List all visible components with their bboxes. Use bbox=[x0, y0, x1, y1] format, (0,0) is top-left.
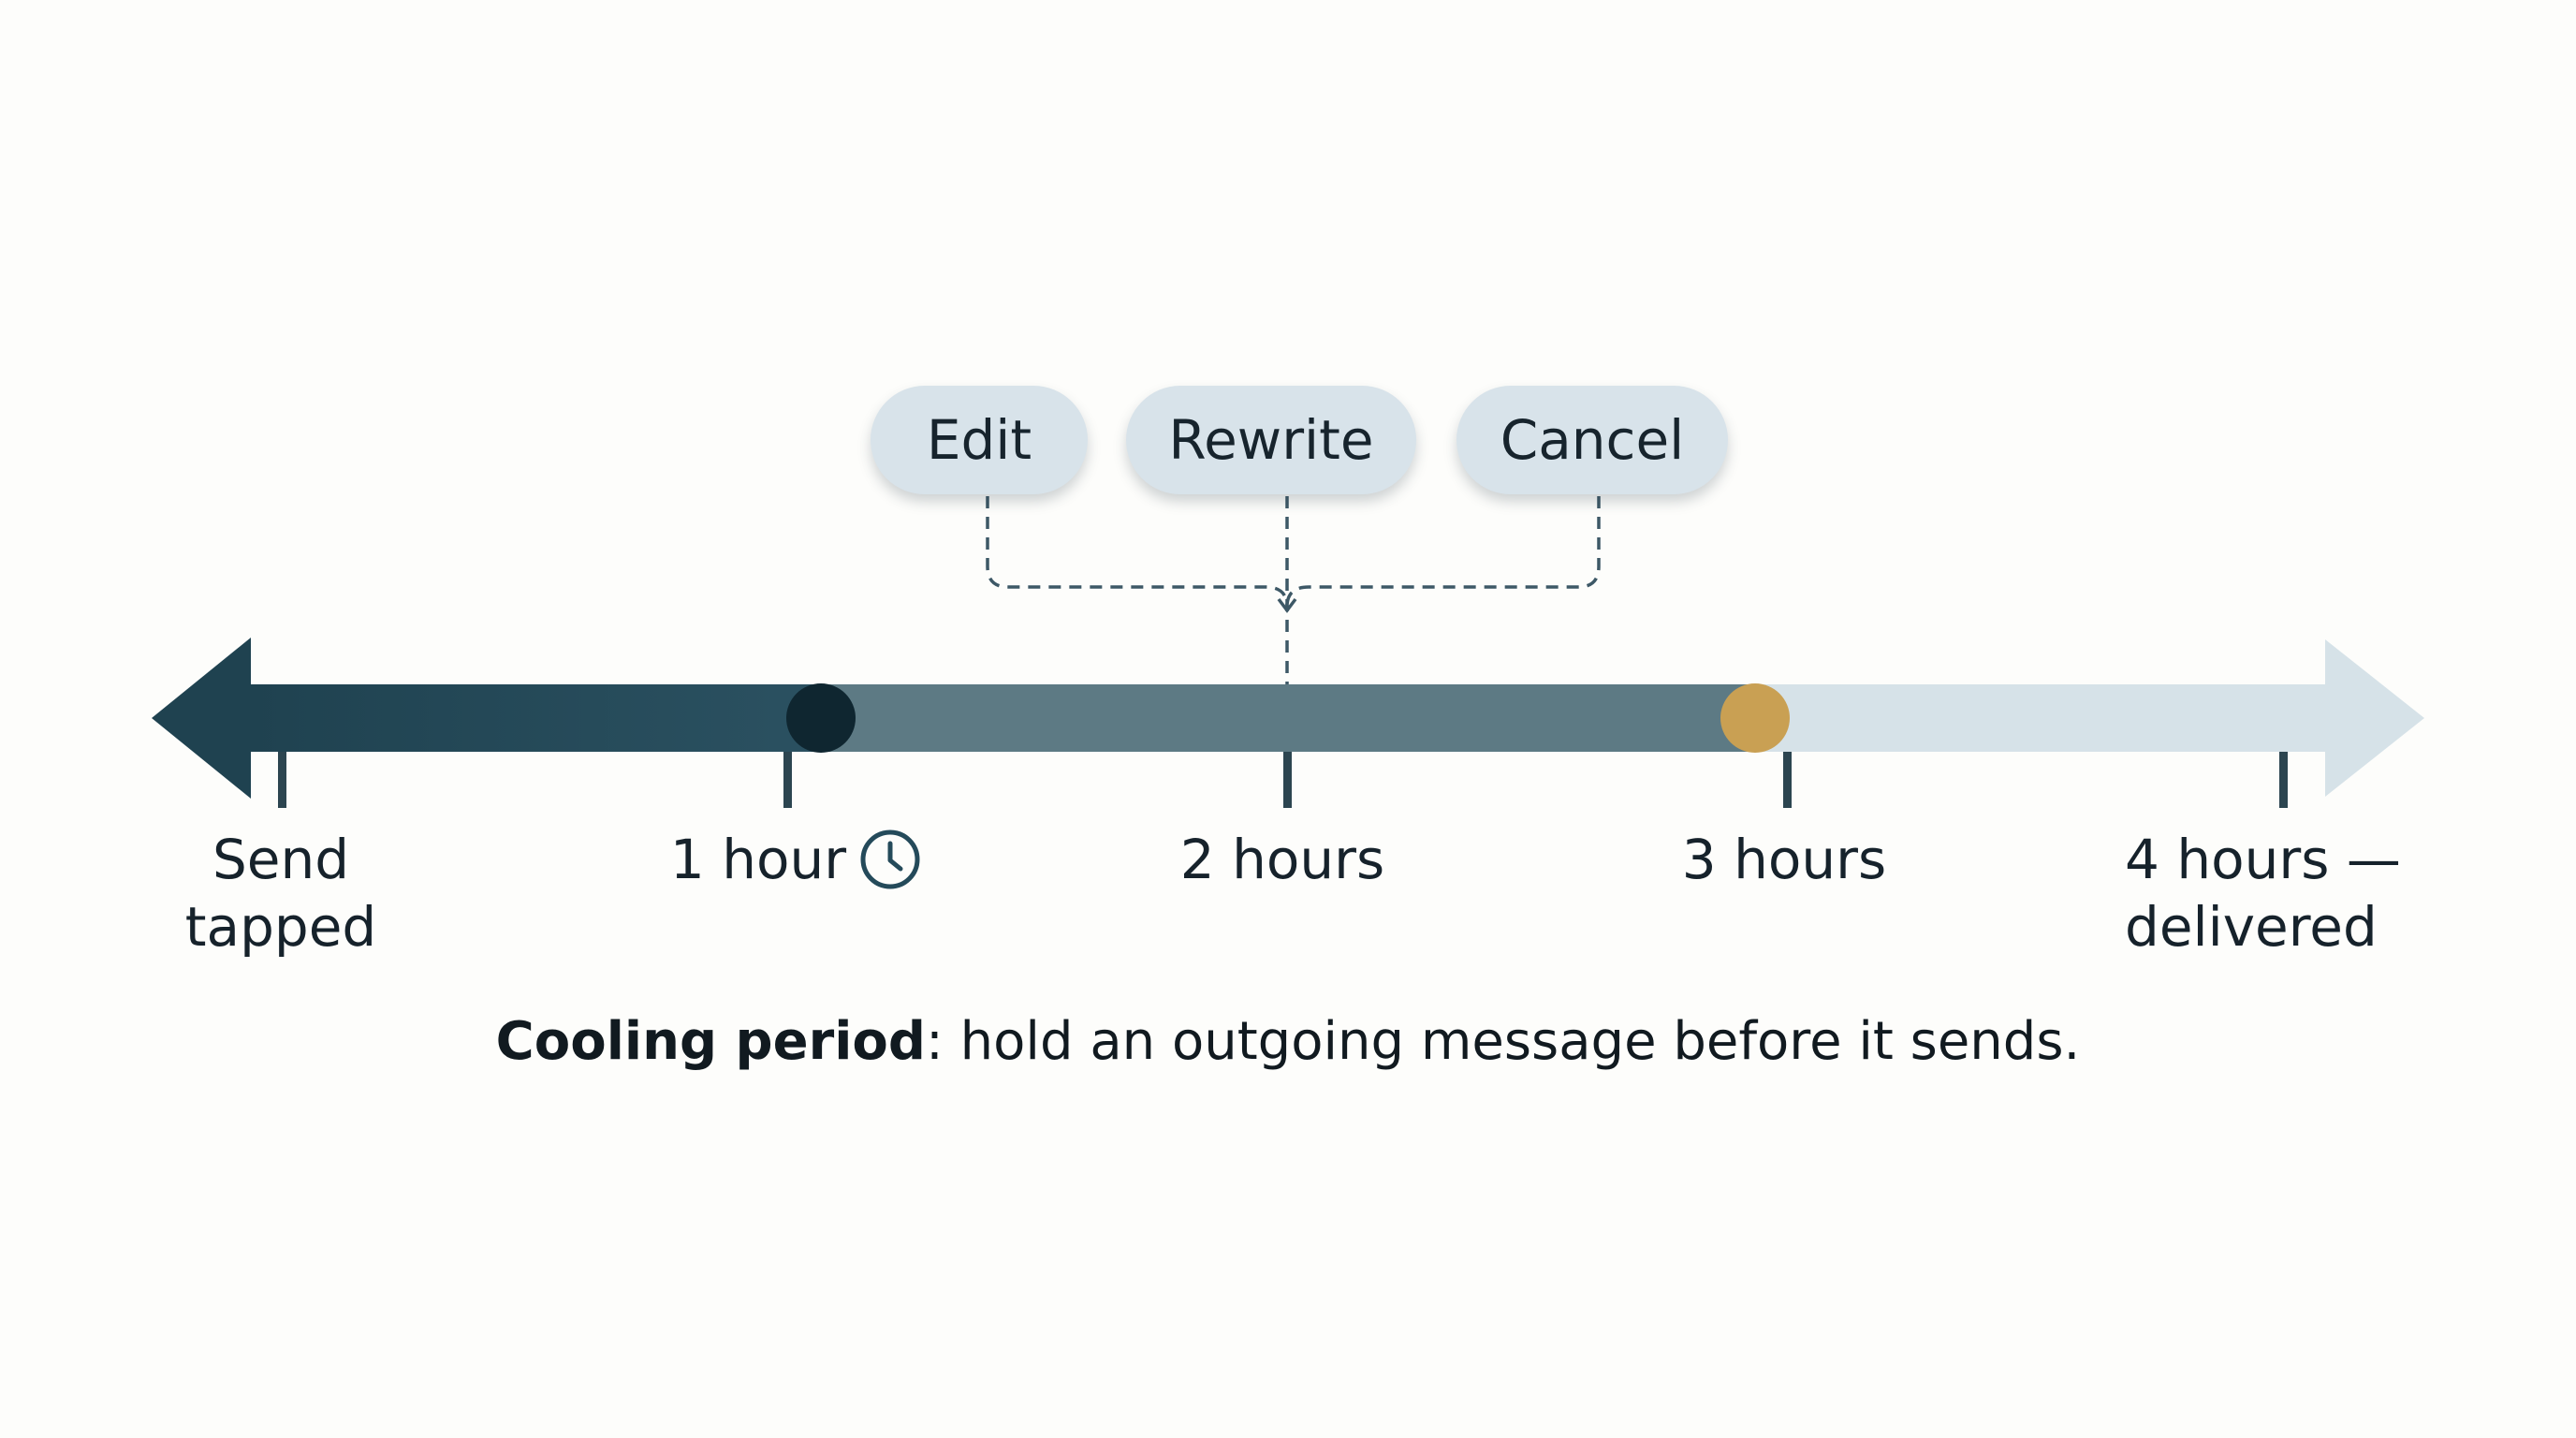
tick-label-line: 2 hours bbox=[1179, 828, 1385, 891]
marker-3h bbox=[1720, 683, 1790, 753]
tick-label-line: 1 hour bbox=[669, 828, 847, 891]
tick-label-line: 4 hours — bbox=[2125, 828, 2401, 891]
tick-label-1-hour: 1 hour bbox=[655, 826, 936, 893]
cancel-button[interactable]: Cancel bbox=[1456, 386, 1728, 494]
action-connectors bbox=[986, 496, 1601, 684]
marker-1h bbox=[786, 683, 856, 753]
left-arrowhead bbox=[152, 638, 251, 799]
tick-1h bbox=[783, 752, 792, 808]
connector-arrow-icon bbox=[1277, 597, 1297, 613]
tick-label-send-tapped: Send tapped bbox=[140, 826, 421, 961]
tick-label-line: 3 hours bbox=[1681, 828, 1887, 891]
caption-rest: : hold an outgoing message before it sen… bbox=[926, 1011, 2081, 1072]
tick-label-3-hours: 3 hours bbox=[1644, 826, 1925, 893]
clock-icon bbox=[860, 829, 920, 889]
segment-sent bbox=[249, 684, 822, 752]
segment-delivery bbox=[1754, 684, 2327, 752]
caption-bold: Cooling period bbox=[495, 1011, 926, 1072]
tick-3h bbox=[1783, 752, 1792, 808]
tick-0h bbox=[278, 752, 286, 808]
tick-label-line: tapped bbox=[184, 895, 377, 959]
tick-label-2-hours: 2 hours bbox=[1142, 826, 1423, 893]
tick-label-line: Send bbox=[212, 828, 350, 891]
edit-button[interactable]: Edit bbox=[871, 386, 1088, 494]
rewrite-button[interactable]: Rewrite bbox=[1126, 386, 1416, 494]
right-arrowhead bbox=[2325, 639, 2424, 797]
tick-2h bbox=[1283, 752, 1292, 808]
tick-label-line: delivered bbox=[2125, 895, 2378, 959]
tick-4h bbox=[2279, 752, 2288, 808]
segment-cooling bbox=[820, 684, 1756, 752]
tick-label-4-hours-delivered: 4 hours — delivered bbox=[2125, 826, 2424, 961]
caption: Cooling period: hold an outgoing message… bbox=[0, 1011, 2576, 1072]
